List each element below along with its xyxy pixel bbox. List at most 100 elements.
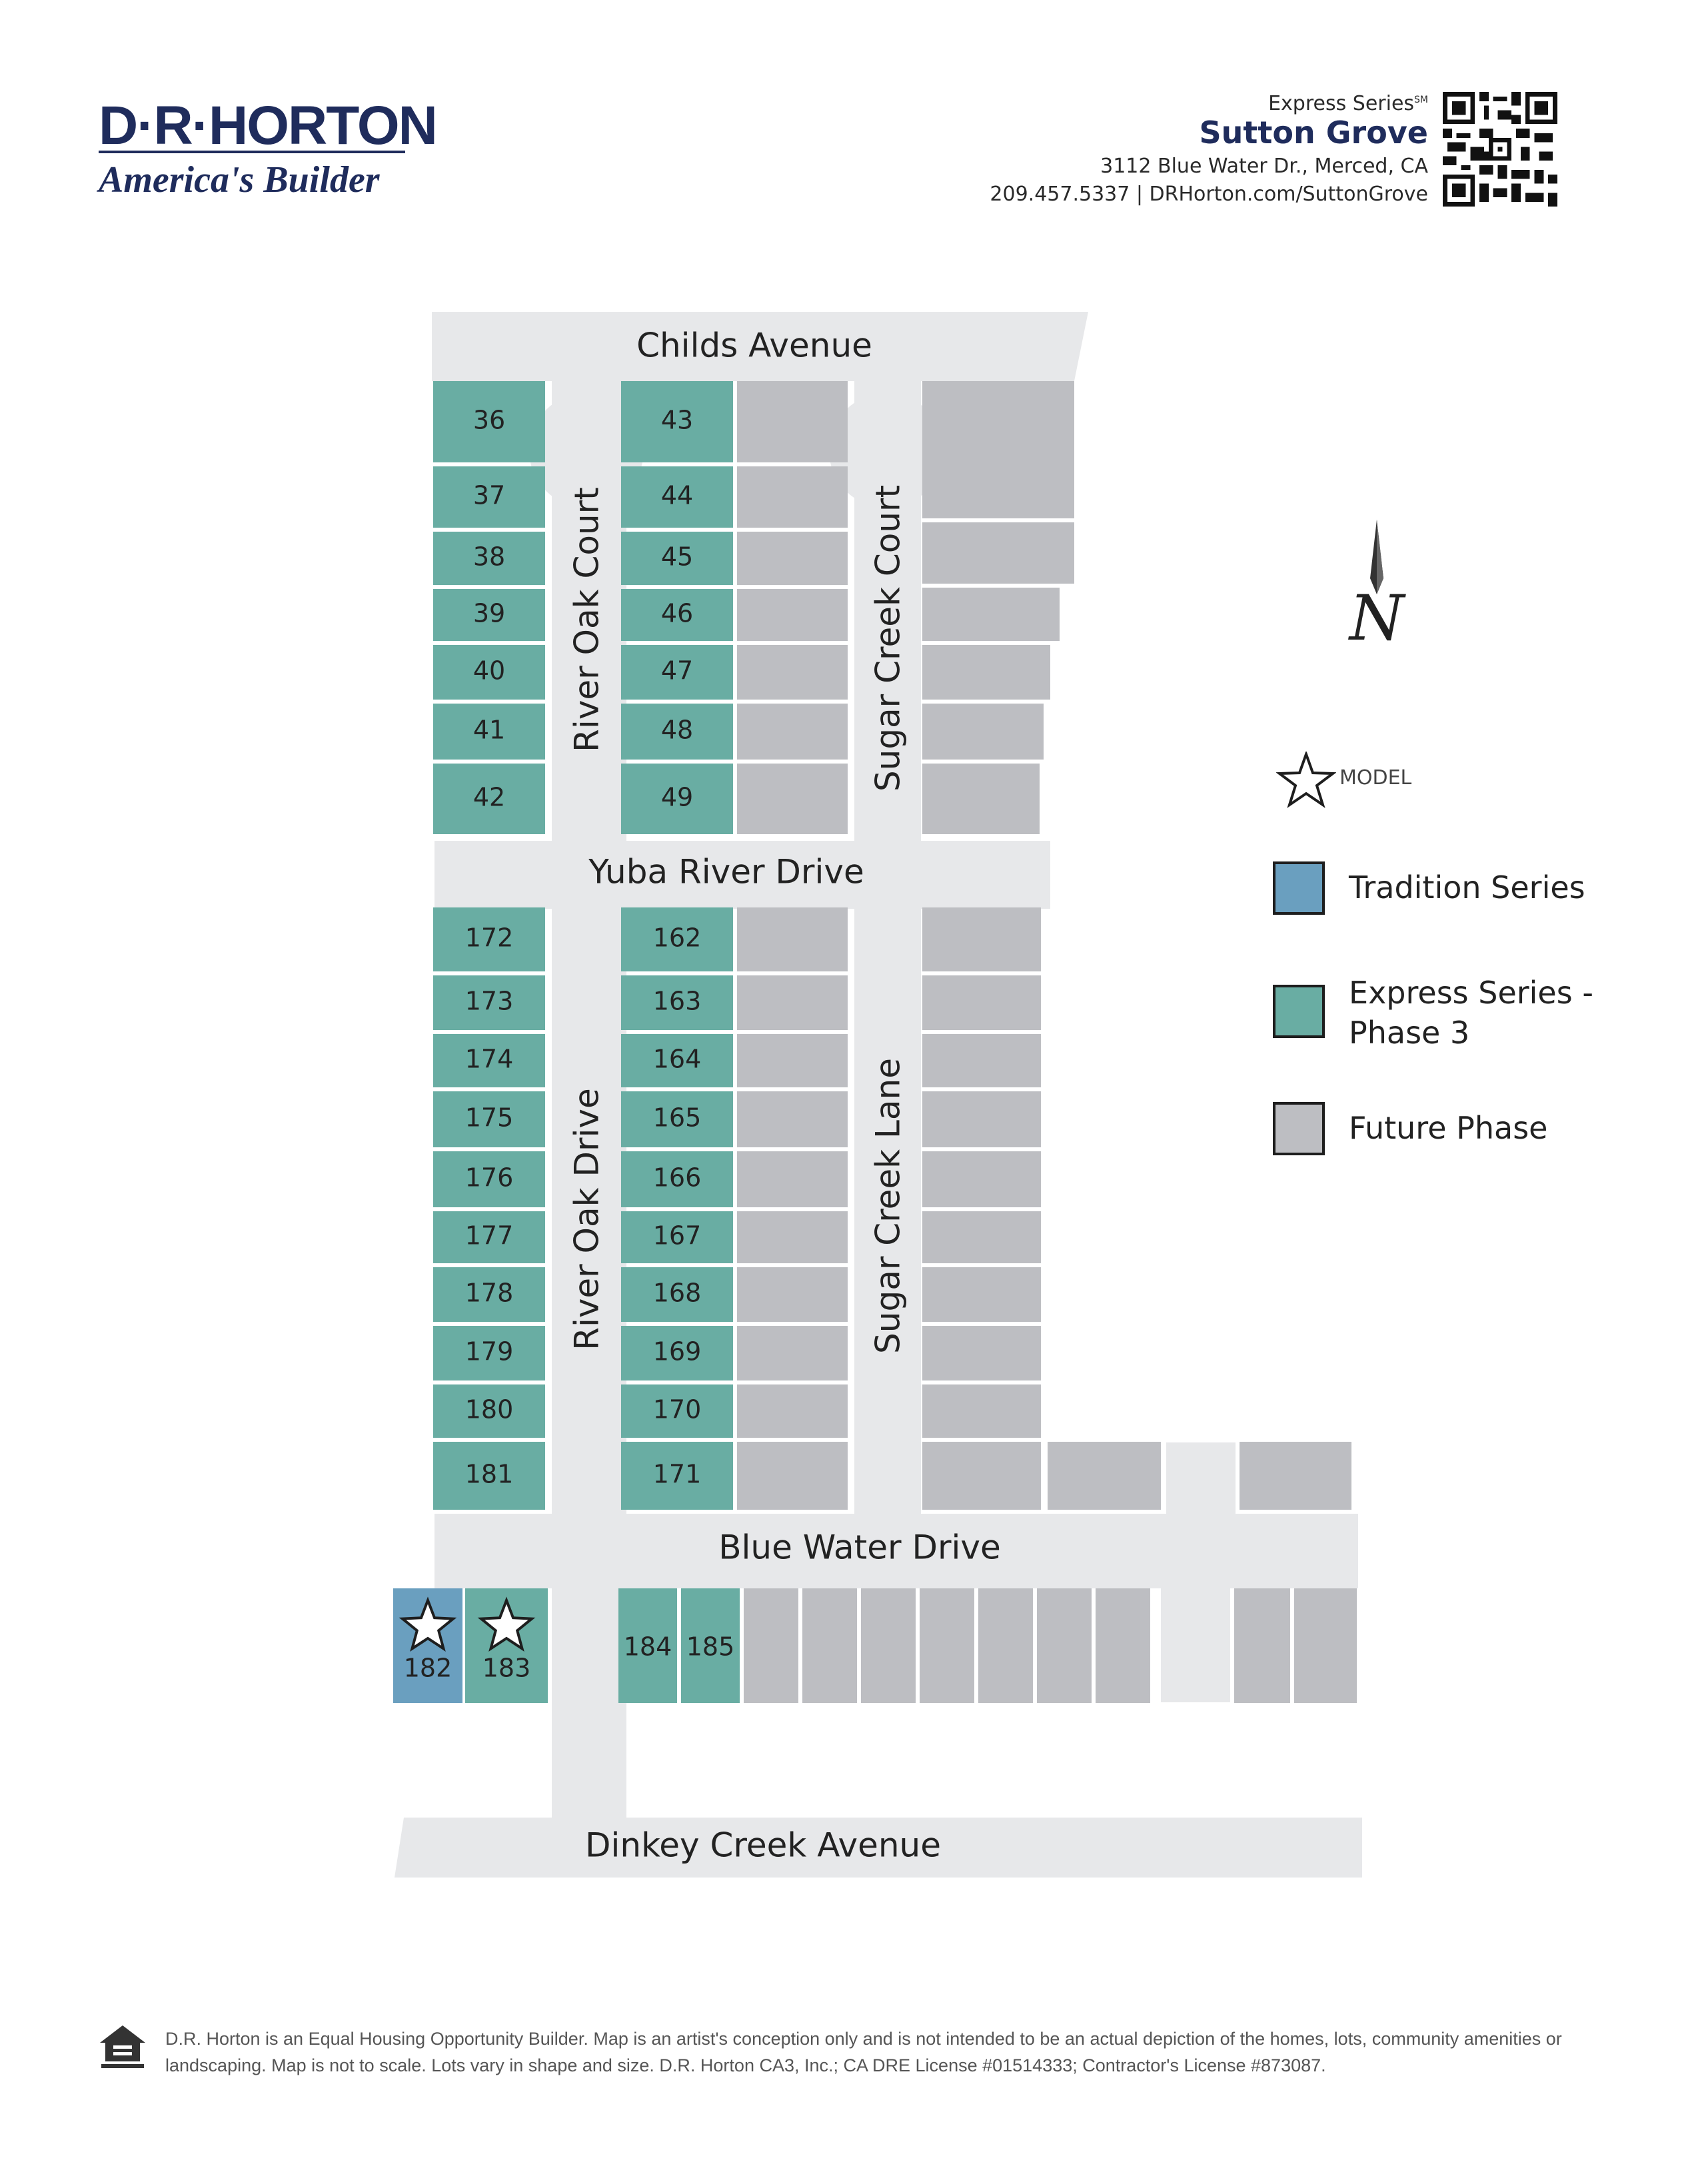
lot-179[interactable] [433, 1326, 545, 1380]
road-connector-east[interactable] [1166, 1442, 1236, 1582]
future-lot-north-east-4[interactable] [922, 704, 1044, 760]
lot-44[interactable] [621, 466, 733, 528]
future-lot-north-east-2[interactable] [922, 588, 1060, 641]
lot-175[interactable] [433, 1091, 545, 1147]
future-lot-north-east-1[interactable] [922, 522, 1074, 584]
lot-169[interactable] [621, 1326, 733, 1380]
future-lot-mid-west-3[interactable] [737, 1091, 848, 1147]
lot-40[interactable] [433, 645, 545, 700]
future-lot-north-west-5[interactable] [737, 704, 848, 760]
lot-184[interactable] [618, 1588, 677, 1703]
future-lot-south-7[interactable] [1234, 1588, 1290, 1703]
future-lot-bw-north-1[interactable] [1048, 1442, 1161, 1510]
lot-167[interactable] [621, 1211, 733, 1263]
lot-48[interactable] [621, 704, 733, 760]
future-lot-mid-east-3[interactable] [922, 1091, 1041, 1147]
lot-39[interactable] [433, 589, 545, 641]
future-lot-mid-west-0[interactable] [737, 907, 848, 971]
lot-45[interactable] [621, 532, 733, 585]
future-lot-mid-west-1[interactable] [737, 975, 848, 1030]
lot-label-172: 172 [465, 923, 514, 953]
future-lot-north-west-3[interactable] [737, 589, 848, 641]
future-lot-mid-west-2[interactable] [737, 1034, 848, 1087]
future-lot-mid-east-7[interactable] [922, 1326, 1041, 1380]
lot-49[interactable] [621, 764, 733, 834]
future-lot-south-0[interactable] [744, 1588, 798, 1703]
lot-163[interactable] [621, 975, 733, 1030]
road-south-stub[interactable] [552, 1586, 618, 1826]
road-childs-avenue[interactable] [432, 312, 1088, 381]
future-lot-mid-west-4[interactable] [737, 1151, 848, 1207]
future-lot-south-1[interactable] [802, 1588, 857, 1703]
future-lot-north-west-0[interactable] [737, 381, 848, 462]
lot-36[interactable] [433, 381, 545, 462]
future-lot-mid-east-2[interactable] [922, 1034, 1041, 1087]
lot-label-164: 164 [653, 1045, 702, 1074]
future-lot-mid-west-9[interactable] [737, 1442, 848, 1510]
road-yuba-river-drive[interactable] [434, 841, 1050, 909]
legend-swatch-future [1273, 1102, 1325, 1155]
future-lot-south-2[interactable] [861, 1588, 916, 1703]
future-lot-mid-west-5[interactable] [737, 1211, 848, 1263]
lot-label-46: 46 [661, 599, 693, 628]
future-lot-south-5[interactable] [1037, 1588, 1092, 1703]
lot-174[interactable] [433, 1034, 545, 1087]
lot-165[interactable] [621, 1091, 733, 1147]
future-lot-bw-north-2[interactable] [1240, 1442, 1351, 1510]
label-river-oak-drive: River Oak Drive [568, 1088, 606, 1351]
future-lot-mid-east-1[interactable] [922, 975, 1041, 1030]
future-lot-north-west-1[interactable] [737, 466, 848, 528]
lot-172[interactable] [433, 907, 545, 971]
lot-170[interactable] [621, 1384, 733, 1438]
series-lots [393, 381, 740, 1703]
lot-37[interactable] [433, 466, 545, 528]
road-sugar-creek-lane[interactable] [854, 906, 921, 1519]
lot-181[interactable] [433, 1442, 545, 1510]
lot-185[interactable] [681, 1588, 740, 1703]
future-lot-north-west-4[interactable] [737, 645, 848, 700]
cul-de-sac-sugar-creek [829, 393, 944, 508]
lot-171[interactable] [621, 1442, 733, 1510]
lot-168[interactable] [621, 1267, 733, 1322]
future-lot-mid-west-8[interactable] [737, 1384, 848, 1438]
road-east-stub[interactable] [1161, 1586, 1230, 1702]
lot-162[interactable] [621, 907, 733, 971]
lot-41[interactable] [433, 704, 545, 760]
future-lot-south-8[interactable] [1294, 1588, 1357, 1703]
future-lot-mid-east-9[interactable] [922, 1442, 1041, 1510]
lot-164[interactable] [621, 1034, 733, 1087]
lot-178[interactable] [433, 1267, 545, 1322]
lot-label-162: 162 [653, 923, 702, 953]
lot-177[interactable] [433, 1211, 545, 1263]
future-lot-mid-east-8[interactable] [922, 1384, 1041, 1438]
legend-model-label: MODEL [1339, 766, 1412, 790]
future-lot-mid-east-4[interactable] [922, 1151, 1041, 1207]
future-lot-north-west-2[interactable] [737, 532, 848, 585]
lot-176[interactable] [433, 1151, 545, 1207]
road-dinkey-creek-avenue[interactable] [395, 1818, 1362, 1878]
future-lot-south-6[interactable] [1096, 1588, 1150, 1703]
future-lot-mid-east-6[interactable] [922, 1267, 1041, 1322]
lot-label-48: 48 [661, 716, 693, 745]
future-lot-north-west-6[interactable] [737, 764, 848, 834]
future-lot-south-4[interactable] [978, 1588, 1033, 1703]
lot-180[interactable] [433, 1384, 545, 1438]
future-lot-north-east-3[interactable] [922, 645, 1050, 700]
future-lot-north-east-5[interactable] [922, 764, 1040, 834]
lot-173[interactable] [433, 975, 545, 1030]
legal-disclaimer: D.R. Horton is an Equal Housing Opportun… [165, 2029, 1562, 2075]
lot-46[interactable] [621, 589, 733, 641]
future-lot-mid-east-0[interactable] [922, 907, 1041, 971]
future-lot-north-east-0[interactable] [922, 381, 1074, 518]
model-star-183 [477, 1596, 536, 1652]
future-lot-mid-west-6[interactable] [737, 1267, 848, 1322]
lot-166[interactable] [621, 1151, 733, 1207]
lot-47[interactable] [621, 645, 733, 700]
future-lot-south-3[interactable] [920, 1588, 974, 1703]
future-lot-mid-east-5[interactable] [922, 1211, 1041, 1263]
roads [395, 312, 1362, 1878]
lot-43[interactable] [621, 381, 733, 462]
lot-38[interactable] [433, 532, 545, 585]
lot-42[interactable] [433, 764, 545, 834]
future-lot-mid-west-7[interactable] [737, 1326, 848, 1380]
